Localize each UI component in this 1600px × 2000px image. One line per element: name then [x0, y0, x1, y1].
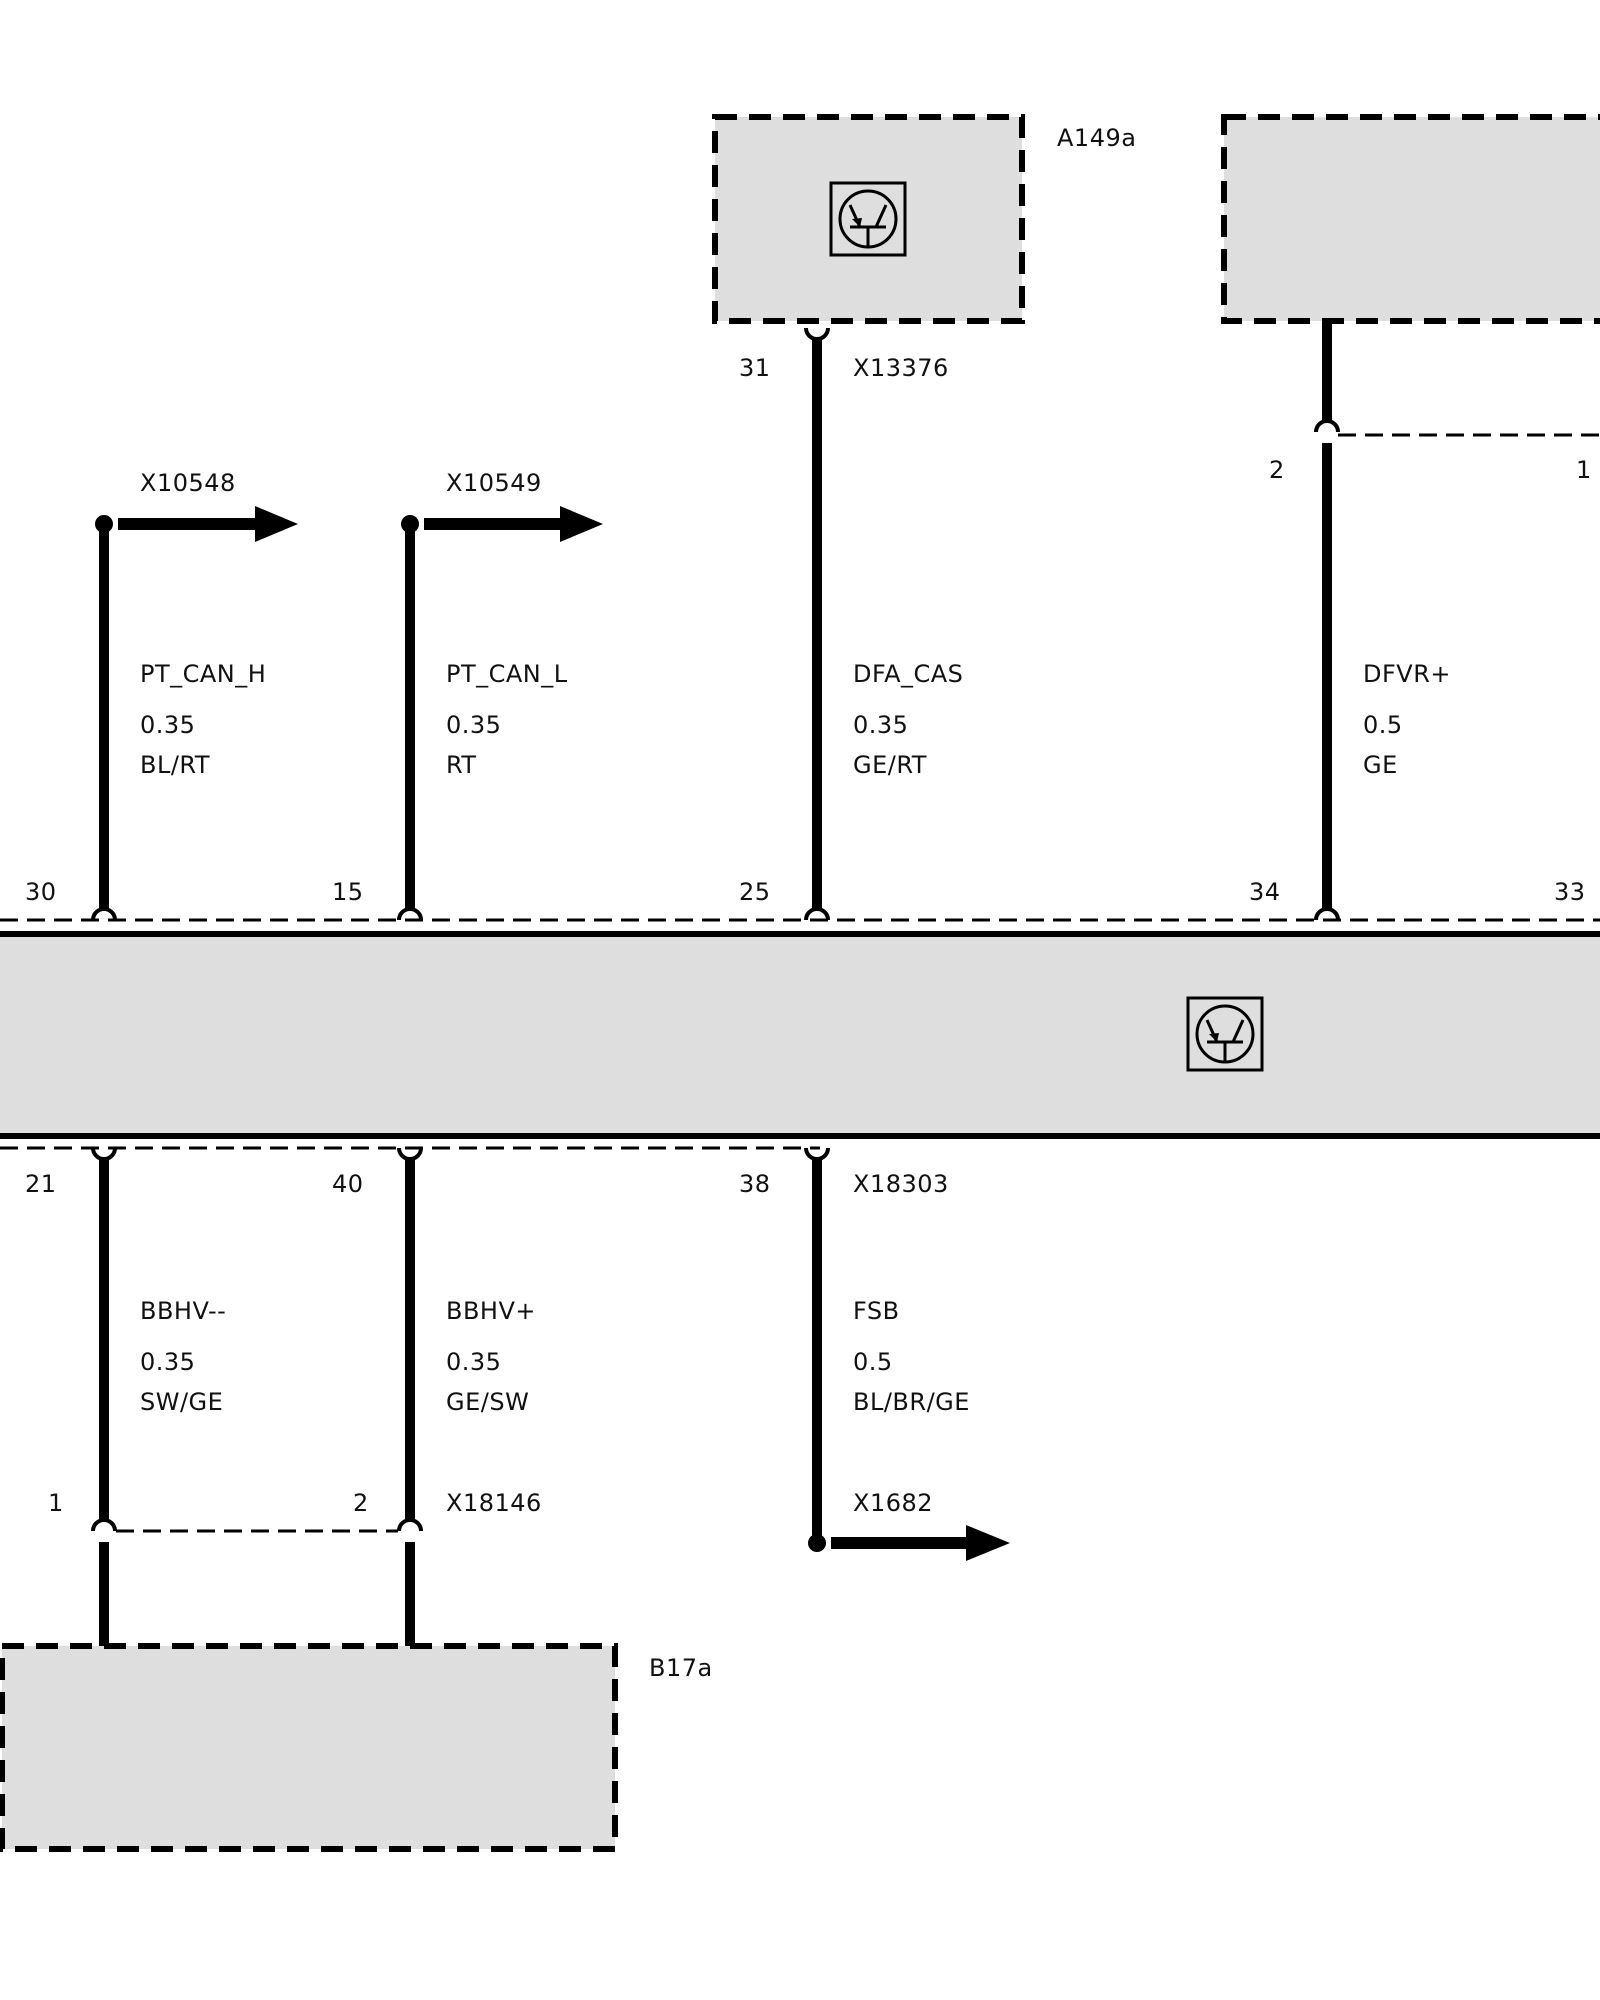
wire-bbhv-minus — [91, 1159, 117, 1646]
connector-label-x18303: X18303 — [853, 1170, 949, 1198]
connector-label-x10548: X10548 — [140, 469, 236, 497]
wire-signal: FSB — [853, 1297, 900, 1325]
pin-label-33: 33 — [1554, 878, 1586, 906]
module-label-b17a: B17a — [649, 1654, 713, 1682]
pin-label-21: 21 — [25, 1170, 57, 1198]
wire-annotation-fsb: FSB 0.5 BL/BR/GE — [853, 1297, 970, 1416]
transistor-icon — [1186, 996, 1264, 1072]
wire-annotation-bbhv-minus: BBHV-- 0.35 SW/GE — [140, 1297, 226, 1416]
pin-label-30: 30 — [25, 878, 57, 906]
pin-label-b17a-1: 1 — [48, 1489, 64, 1517]
connector-label-x13376: X13376 — [853, 354, 949, 382]
wire-gauge: 0.5 — [853, 1348, 893, 1376]
wire-dfa-cas — [804, 327, 830, 909]
transistor-icon — [829, 181, 907, 257]
wire-signal: PT_CAN_H — [140, 660, 266, 688]
wire-signal: DFVR+ — [1363, 660, 1451, 688]
module-top-right — [1221, 114, 1600, 324]
wire-gauge: 0.35 — [446, 1348, 501, 1376]
pin-label-31: 31 — [739, 354, 771, 382]
wire-color: RT — [446, 751, 477, 779]
pin-label-b17a-2: 2 — [353, 1489, 369, 1517]
module-a149a — [712, 114, 1025, 324]
main-bottom-pin-arcs — [91, 1147, 830, 1161]
wire-annotation-dfvr: DFVR+ 0.5 GE — [1363, 660, 1451, 779]
module-label-a149a: A149a — [1057, 124, 1136, 152]
pin-label-1: 1 — [1576, 456, 1592, 484]
wire-bbhv-plus — [116, 1159, 423, 1646]
wire-color: GE — [1363, 751, 1398, 779]
pin-label-15: 15 — [332, 878, 364, 906]
wire-gauge: 0.35 — [140, 1348, 195, 1376]
wire-signal: DFA_CAS — [853, 660, 963, 688]
pin-label-40: 40 — [332, 1170, 364, 1198]
wire-color: GE/SW — [446, 1388, 529, 1416]
wire-color: SW/GE — [140, 1388, 223, 1416]
main-module — [0, 918, 1600, 1150]
wire-annotation-dfa-cas: DFA_CAS 0.35 GE/RT — [853, 660, 963, 779]
wire-signal: PT_CAN_L — [446, 660, 568, 688]
wire-annotation-pt-can-h: PT_CAN_H 0.35 BL/RT — [140, 660, 266, 779]
connector-label-x10549: X10549 — [446, 469, 542, 497]
module-b17a — [0, 1643, 618, 1852]
wire-color: BL/RT — [140, 751, 210, 779]
pin-label-2: 2 — [1269, 456, 1285, 484]
wire-annotation-bbhv-plus: BBHV+ 0.35 GE/SW — [446, 1297, 536, 1416]
wire-color: BL/BR/GE — [853, 1388, 970, 1416]
main-top-pin-arcs — [91, 907, 1340, 921]
wire-gauge: 0.35 — [446, 711, 501, 739]
pin-label-25: 25 — [739, 878, 771, 906]
wire-gauge: 0.35 — [853, 711, 908, 739]
wire-pt-can-h — [95, 506, 298, 909]
wire-fsb — [808, 1159, 1010, 1561]
wire-gauge: 0.35 — [140, 711, 195, 739]
wire-color: GE/RT — [853, 751, 927, 779]
wire-dfvr — [1314, 318, 1600, 909]
wire-signal: BBHV+ — [446, 1297, 536, 1325]
wire-signal: BBHV-- — [140, 1297, 226, 1325]
wire-annotation-pt-can-l: PT_CAN_L 0.35 RT — [446, 660, 568, 779]
connector-label-x1682: X1682 — [853, 1489, 933, 1517]
connector-label-x18146: X18146 — [446, 1489, 542, 1517]
pin-label-34: 34 — [1249, 878, 1281, 906]
wire-gauge: 0.5 — [1363, 711, 1403, 739]
wire-pt-can-l — [401, 506, 603, 909]
pin-label-38: 38 — [739, 1170, 771, 1198]
